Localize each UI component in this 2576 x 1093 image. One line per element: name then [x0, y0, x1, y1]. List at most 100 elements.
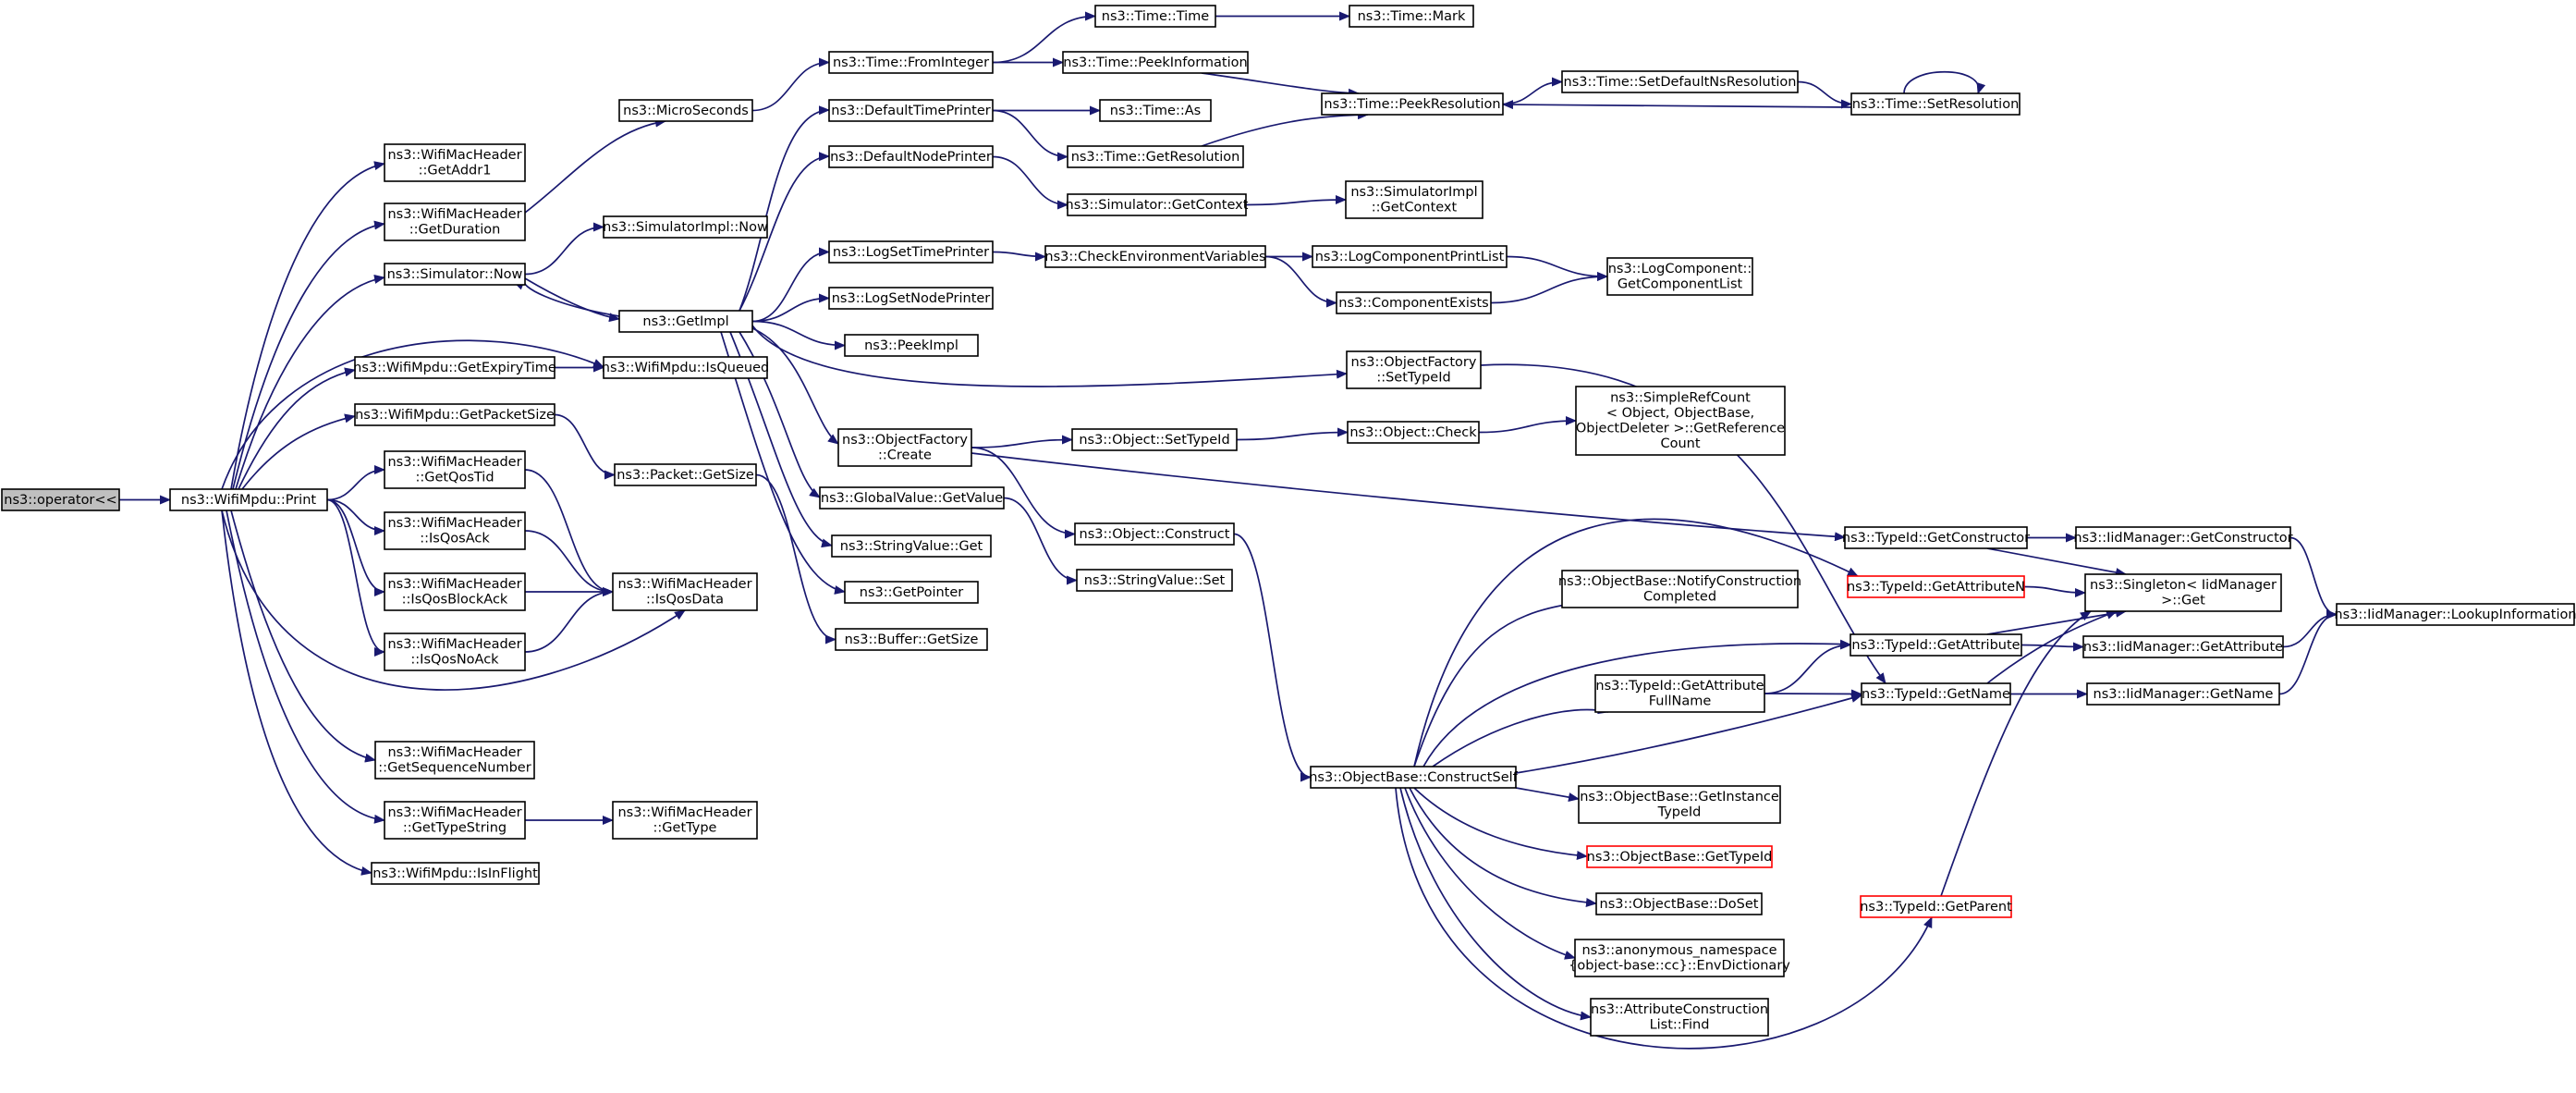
node-label: ns3::DefaultNodePrinter — [830, 150, 992, 165]
node-box — [1067, 193, 1247, 216]
node-buffersize[interactable]: ns3::Buffer::GetSize — [835, 628, 988, 651]
node-peekimpl[interactable]: ns3::PeekImpl — [844, 334, 979, 357]
node-peekinfo[interactable]: ns3::Time::PeekInformation — [1062, 51, 1249, 74]
node-typestr[interactable]: ns3::WifiMacHeader::GetTypeString — [384, 801, 526, 840]
edge-print-to-expiry — [238, 367, 356, 490]
node-iidgetname[interactable]: ns3::IidManager::GetName — [2086, 682, 2280, 706]
node-isqosnoack[interactable]: ns3::WifiMacHeader::IsQosNoAck — [384, 632, 526, 671]
node-iidgetattr[interactable]: ns3::IidManager::GetAttribute — [2082, 635, 2284, 658]
node-peekres[interactable]: ns3::Time::PeekResolution — [1321, 92, 1504, 116]
node-tidgetname[interactable]: ns3::TypeId::GetName — [1861, 682, 2011, 706]
node-simgetctx[interactable]: ns3::Simulator::GetContext — [1066, 193, 1249, 216]
node-label: < Object, ObjectBase, — [1606, 406, 1754, 421]
node-tidgetattr[interactable]: ns3::TypeId::GetAttribute — [1850, 633, 2022, 657]
node-objcheck[interactable]: ns3::Object::Check — [1347, 421, 1480, 444]
node-timemark[interactable]: ns3::Time::Mark — [1349, 5, 1474, 28]
nodes: ns3::operator<<ns3::WifiMpdu::Printns3::… — [1, 5, 2576, 1037]
edge-getres-to-peekres — [1201, 110, 1369, 147]
node-gettype[interactable]: ns3::WifiMacHeader::GetType — [612, 801, 758, 840]
node-expiry[interactable]: ns3::WifiMpdu::GetExpiryTime — [353, 356, 556, 379]
node-qostid[interactable]: ns3::WifiMacHeader::GetQosTid — [384, 450, 526, 489]
node-objconstruct[interactable]: ns3::Object::Construct — [1074, 522, 1235, 546]
edge-objbaseconstruct-to-tidgetparent — [1395, 787, 1933, 1050]
node-setres[interactable]: ns3::Time::SetResolution — [1850, 92, 2021, 116]
node-box — [828, 99, 994, 122]
node-getpointer[interactable]: ns3::GetPointer — [844, 581, 979, 604]
node-singleton[interactable]: ns3::Singleton< IidManager>::Get — [2084, 573, 2282, 612]
node-objbaseconstruct[interactable]: ns3::ObjectBase::ConstructSelf — [1309, 766, 1519, 789]
node-ofcreate[interactable]: ns3::ObjectFactory::Create — [837, 428, 972, 467]
node-simimplnow[interactable]: ns3::SimulatorImpl::Now — [603, 215, 768, 239]
node-setdefns[interactable]: ns3::Time::SetDefaultNsResolution — [1561, 70, 1799, 93]
node-iidgetctor[interactable]: ns3::IidManager::GetConstructor — [2073, 526, 2293, 549]
node-pktgetsize[interactable]: ns3::Packet::GetSize — [614, 463, 757, 486]
node-seqnum[interactable]: ns3::WifiMacHeader::GetSequenceNumber — [374, 741, 535, 780]
node-iidlookup[interactable]: ns3::IidManager::LookupInformation — [2334, 603, 2576, 626]
node-box — [1074, 522, 1235, 546]
node-deftimeprinter[interactable]: ns3::DefaultTimePrinter — [828, 99, 994, 122]
node-compexists[interactable]: ns3::ComponentExists — [1336, 291, 1492, 314]
node-isqosblock[interactable]: ns3::WifiMacHeader::IsQosBlockAck — [384, 572, 526, 611]
node-simimplctx[interactable]: ns3::SimulatorImpl::GetContext — [1345, 180, 1483, 219]
node-label: ns3::Object::Construct — [1080, 527, 1230, 542]
node-envdict[interactable]: ns3::anonymous_namespace{object-base::cc… — [1569, 939, 1790, 977]
node-frominteger[interactable]: ns3::Time::FromInteger — [828, 51, 994, 74]
edge-getimpl-to-peekimpl — [751, 320, 846, 350]
node-obgettypeid[interactable]: ns3::ObjectBase::GetTypeId — [1586, 845, 1773, 868]
edge-objconstruct-to-objbaseconstruct — [1233, 533, 1312, 782]
node-strvalget[interactable]: ns3::StringValue::Get — [831, 534, 992, 558]
node-gvgetvalue[interactable]: ns3::GlobalValue::GetValue — [819, 486, 1005, 510]
node-isqueued[interactable]: ns3::WifiMpdu::IsQueued — [602, 356, 769, 379]
node-label: ns3::Time::Time — [1102, 9, 1210, 24]
node-timeas[interactable]: ns3::Time::As — [1099, 99, 1212, 122]
node-tidgetattrn[interactable]: ns3::TypeId::GetAttributeN — [1847, 575, 2025, 598]
node-strvalset[interactable]: ns3::StringValue::Set — [1076, 569, 1233, 592]
node-tidgetctor[interactable]: ns3::TypeId::GetConstructor — [1842, 526, 2030, 549]
node-getres[interactable]: ns3::Time::GetResolution — [1067, 145, 1244, 168]
node-isqosdata[interactable]: ns3::WifiMacHeader::IsQosData — [612, 572, 758, 611]
node-box — [828, 51, 994, 74]
node-tidgetparent[interactable]: ns3::TypeId::GetParent — [1860, 895, 2012, 918]
node-op[interactable]: ns3::operator<< — [1, 488, 120, 511]
node-box — [1574, 939, 1785, 977]
edge-attrfull-to-tidgetattr — [1764, 640, 1851, 694]
node-label: ::IsQosAck — [420, 532, 490, 546]
node-timetime[interactable]: ns3::Time::Time — [1094, 5, 1216, 28]
node-checkenv[interactable]: ns3::CheckEnvironmentVariables — [1044, 245, 1266, 268]
node-logsetnode[interactable]: ns3::LogSetNodePrinter — [828, 287, 994, 310]
node-label: ns3::WifiMpdu::GetExpiryTime — [353, 361, 556, 375]
node-notifycc[interactable]: ns3::ObjectBase::NotifyConstructionCompl… — [1558, 570, 1801, 608]
node-doset[interactable]: ns3::ObjectBase::DoSet — [1595, 892, 1763, 915]
node-objsettypeid[interactable]: ns3::Object::SetTypeId — [1071, 428, 1238, 451]
node-getdur[interactable]: ns3::WifiMacHeader::GetDuration — [384, 203, 526, 241]
edge-getimpl-to-getpointer — [720, 331, 846, 595]
node-refcount[interactable]: ns3::SimpleRefCount< Object, ObjectBase,… — [1575, 386, 1786, 456]
node-box — [1850, 633, 2022, 657]
node-label: ns3::Simulator::Now — [387, 267, 523, 282]
edge-getimpl-to-ofsettypeid — [751, 325, 1348, 387]
edge-print-to-seqnum — [230, 510, 376, 763]
node-getaddr1[interactable]: ns3::WifiMacHeader::GetAddr1 — [384, 143, 526, 182]
node-label: ns3::GetImpl — [642, 314, 728, 329]
node-box — [1844, 526, 2028, 549]
node-box — [1606, 257, 1753, 296]
node-micro[interactable]: ns3::MicroSeconds — [618, 99, 753, 122]
node-label: ns3::Singleton< IidManager — [2090, 578, 2277, 593]
node-defnodeprinter[interactable]: ns3::DefaultNodePrinter — [828, 145, 994, 168]
node-ofsettypeid[interactable]: ns3::ObjectFactory::SetTypeId — [1346, 350, 1482, 389]
node-logsettime[interactable]: ns3::LogSetTimePrinter — [828, 240, 994, 264]
node-logcompprint[interactable]: ns3::LogComponentPrintList — [1312, 245, 1508, 268]
edge-ofcreate-to-objsettypeid — [971, 435, 1073, 448]
node-isqosack[interactable]: ns3::WifiMacHeader::IsQosAck — [384, 511, 526, 550]
node-getimpl[interactable]: ns3::GetImpl — [618, 310, 753, 333]
node-label: GetComponentList — [1618, 277, 1743, 292]
edge-ofsettypeid-to-tidgetname — [1480, 363, 1886, 684]
node-pktsize[interactable]: ns3::WifiMpdu::GetPacketSize — [354, 403, 555, 426]
node-logcomplist[interactable]: ns3::LogComponent::GetComponentList — [1606, 257, 1753, 296]
node-print[interactable]: ns3::WifiMpdu::Print — [169, 488, 328, 511]
node-simnow[interactable]: ns3::Simulator::Now — [384, 263, 526, 286]
node-inflight[interactable]: ns3::WifiMpdu::IsInFlight — [371, 862, 540, 885]
